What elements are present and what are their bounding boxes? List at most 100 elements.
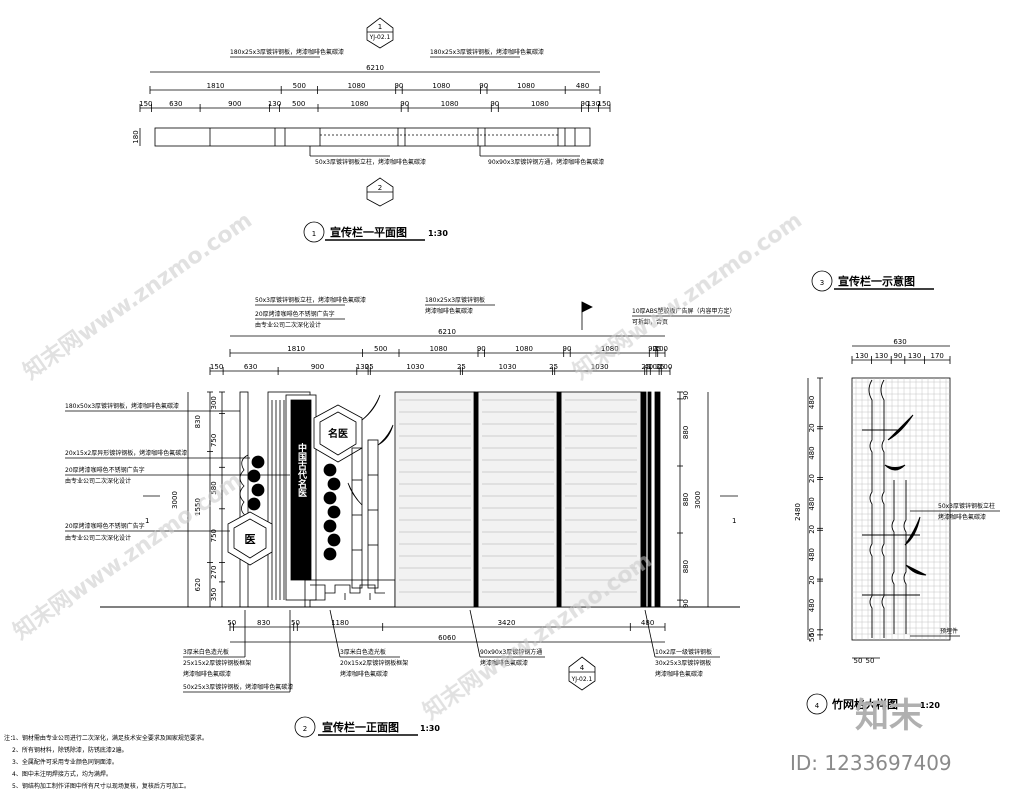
diag-v-label-8: 480 — [808, 599, 816, 612]
elev-bnote-6: 20x15x2厚镀锌钢板框架 — [340, 659, 408, 667]
notes-item-4: 4、图中未注明焊接方式，均为满焊。 — [12, 770, 112, 778]
watermark-id: ID: 1233697409 — [790, 751, 952, 775]
plan-section-marker-top: 1 YJ-02.1 — [366, 17, 394, 49]
elev-seg2-label-5: 1030 — [406, 363, 424, 371]
plan-top-note-right: 180x25x3厚镀锌钢板，烤漆咖啡色氟碳漆 — [430, 48, 544, 56]
elev-marker-ref: YJ-02.1 — [571, 676, 593, 683]
elev-note-tr-4: 可拆卸，合页 — [632, 318, 668, 326]
diagram-top-dim: 630 — [893, 338, 906, 346]
plan-seg1-label-0: 1810 — [207, 82, 225, 90]
elev-note-left-3: 20厚烤漆咖啡色不锈钢广告字 — [65, 466, 145, 474]
diagram-note-1: 50x3厚镀锌钢板立柱 — [938, 502, 995, 510]
elev-left-v-outer-label-2: 620 — [194, 578, 202, 591]
elev-seg1-label-2: 1080 — [430, 345, 448, 353]
elev-right-v-label-1: 880 — [682, 426, 690, 439]
plan-view: 1 YJ-02.1 180x25x3厚镀锌钢板，烤漆咖啡色氟碳漆 180x25x… — [132, 17, 611, 243]
diag-sub-label-4: 170 — [931, 352, 944, 360]
elev-note-tr-1: 180x25x3厚镀锌钢板 — [425, 296, 485, 304]
elev-seg2-label-13: 25 — [656, 363, 665, 371]
elev-seg2-label-12: 100 — [648, 363, 661, 371]
plan-depth-dim: 180 — [132, 130, 140, 143]
plan-seg2-label-6: 90 — [400, 100, 409, 108]
elev-cut-left: 1 — [145, 517, 149, 525]
watermark-3: 知末网www.znzmo.com — [9, 467, 247, 645]
notes-label: 注： — [4, 734, 16, 742]
watermark-1: 知末网www.znzmo.com — [19, 207, 257, 385]
diagram-note-2: 烤漆咖啡色氟碳漆 — [938, 513, 986, 521]
general-notes: 注： 1、钢材需由专业公司进行二次深化，满足技术安全要求及国家规范要求。 2、所… — [4, 734, 208, 790]
diag-sub-label-3: 130 — [908, 352, 921, 360]
elev-height-dim-right: 3000 — [694, 491, 702, 509]
elev-hex-bottom: 医 — [227, 511, 273, 566]
plan-seg1-label-3: 90 — [394, 82, 403, 90]
elev-seg2-label-11: 40 — [644, 363, 653, 371]
watermark-2: 知末网www.znzmo.com — [569, 207, 807, 385]
elev-cloud-left — [239, 454, 249, 526]
elev-left-v-label-1: 750 — [210, 434, 218, 447]
elev-title-block: 2 宣传栏一正面图 1:30 — [294, 716, 440, 738]
elev-seg1-label-3: 90 — [477, 345, 486, 353]
plan-seg1-label-1: 500 — [293, 82, 306, 90]
plan-seg2-label-8: 90 — [490, 100, 499, 108]
diagram-title-block: 3 宣传栏一示意图 — [811, 270, 934, 292]
plan-seg2-label-10: 90 — [581, 100, 590, 108]
elev-hex-top: 名医 — [313, 404, 363, 463]
plan-marker-number: 1 — [378, 23, 382, 31]
plan-section-marker-bottom: 2 — [366, 177, 394, 207]
diag-sub-label-1: 130 — [875, 352, 888, 360]
plan-marker-bottom-number: 2 — [378, 184, 382, 192]
elev-scale: 1:30 — [420, 724, 440, 733]
elev-bnote-11: 30x25x3厚镀锌钢板 — [655, 659, 711, 667]
elev-left-v-label-2: 580 — [210, 481, 218, 494]
elev-left-v-label-4: 270 — [210, 566, 218, 579]
elev-height-dim: 3000 — [171, 491, 179, 509]
elev-title-number: 2 — [303, 725, 307, 733]
diagram-bottom-dim-1: 50 — [854, 657, 863, 665]
elev-bnote-5: 3厚米白色造光板 — [340, 648, 386, 656]
plan-top-note-left: 180x25x3厚镀锌钢板，烤漆咖啡色氟碳漆 — [230, 48, 344, 56]
elev-seg2-label-9: 1030 — [591, 363, 609, 371]
elev-bottom-dims-label-2: 50 — [291, 619, 300, 627]
elev-seg1-label-8: 25 — [652, 345, 661, 353]
diag-v-label-10: 50 — [808, 633, 816, 642]
elev-right-v-label-2: 880 — [682, 493, 690, 506]
elev-note-top-1: 50x3厚镀锌钢板立柱，烤漆咖啡色氟碳漆 — [255, 296, 366, 304]
plan-scale: 1:30 — [428, 229, 448, 238]
diag-v-label-9: 50 — [808, 628, 816, 637]
notes-item-3: 3、全属配件可采用专业颜色同铜面漆。 — [12, 758, 118, 766]
section4-title: 竹网格大样图 — [831, 697, 898, 711]
elev-bnote-9: 烤漆咖啡色氟碳漆 — [480, 659, 528, 667]
elev-seg2-label-3: 130 — [356, 363, 369, 371]
elev-seg1-label-1: 500 — [374, 345, 387, 353]
diag-v-label-3: 20 — [808, 474, 816, 483]
plan-title-number: 1 — [312, 230, 316, 238]
elev-note-left-6: 由专业公司二次深化设计 — [65, 534, 131, 542]
elev-right-v-label-3: 880 — [682, 560, 690, 573]
elev-right-v-label-0: 90 — [682, 391, 690, 400]
plan-seg1-label-6: 1080 — [517, 82, 535, 90]
plan-seg2-label-3: 130 — [268, 100, 281, 108]
elev-seg2-label-7: 1030 — [499, 363, 517, 371]
elev-seg1-label-7: 90 — [648, 345, 657, 353]
elev-bnote-2: 25x15x2厚镀锌钢板框架 — [183, 659, 251, 667]
elev-bottom-dims-label-3: 1180 — [331, 619, 349, 627]
diagram-grid — [852, 378, 950, 640]
elev-lattice-base — [304, 579, 396, 608]
diagram-section4-title: 4 竹网格大样图 1:20 — [806, 693, 940, 715]
elev-note-tr-3: 10厚ABS塑胶板广告屏（内容甲方定） — [632, 307, 736, 315]
plan-seg2-label-2: 900 — [228, 100, 241, 108]
elev-bottom-overall: 6060 — [438, 634, 456, 642]
elev-overall-dim: 6210 — [438, 328, 456, 336]
plan-seg2-label-12: 150 — [598, 100, 611, 108]
elev-marker-4: 4 YJ-02.1 — [568, 656, 596, 691]
elev-seg2-label-4: 25 — [365, 363, 374, 371]
elev-bnote-8: 90x90x3厚镀锌钢方通 — [480, 648, 542, 656]
elev-bnote-10: 10x2厚一级镀锌钢板 — [655, 648, 712, 656]
diag-v-label-1: 20 — [808, 423, 816, 432]
elev-bnote-12: 烤漆咖啡色氟碳漆 — [655, 670, 703, 678]
